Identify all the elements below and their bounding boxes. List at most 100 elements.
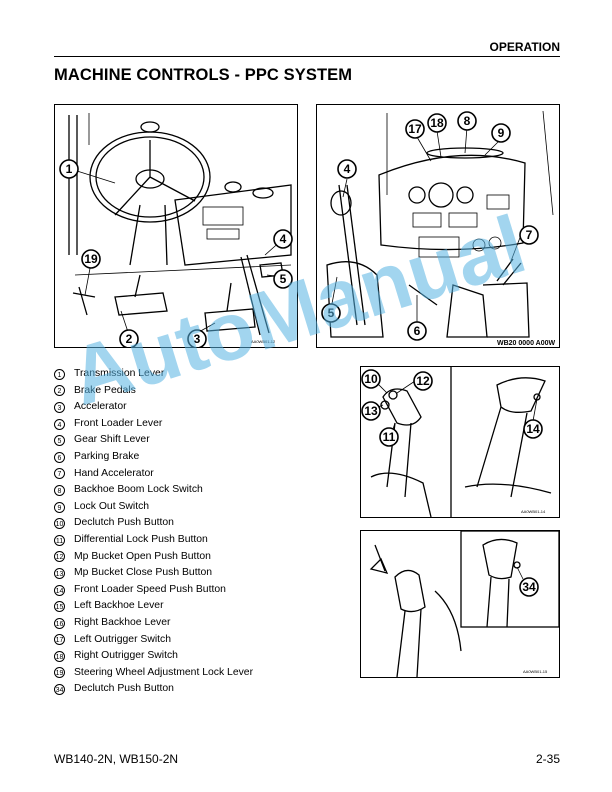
legend-number: 17	[54, 634, 65, 646]
footer-models: WB140-2N, WB150-2N	[54, 752, 179, 766]
svg-text:6: 6	[414, 324, 421, 338]
svg-text:7: 7	[526, 228, 533, 242]
figure-instrument-panel: 4 5 6 7 8 9 17 18 WB20 0000 A00W	[316, 104, 560, 348]
svg-text:4: 4	[280, 232, 287, 246]
legend-number: 11	[54, 534, 65, 546]
figure-code: AA0WB01-14	[521, 509, 546, 514]
footer-page-number: 2-35	[535, 752, 560, 766]
svg-text:11: 11	[383, 430, 396, 444]
legend-item: 4 Front Loader Lever	[54, 416, 253, 433]
legend-number: 13	[54, 567, 65, 579]
callout-5: 5	[273, 269, 293, 289]
legend-item: 11 Differential Lock Push Button	[54, 532, 253, 549]
legend-number: 4	[54, 418, 65, 430]
svg-text:10: 10	[364, 372, 378, 386]
svg-text:5: 5	[328, 306, 335, 320]
svg-text:12: 12	[416, 374, 430, 388]
svg-text:8: 8	[464, 114, 471, 128]
legend-label: Hand Accelerator	[74, 467, 154, 479]
legend-number: 3	[54, 401, 65, 413]
svg-text:2: 2	[126, 332, 133, 346]
legend-label: Declutch Push Button	[74, 517, 174, 529]
legend-item: 2 Brake Pedals	[54, 383, 253, 400]
legend-label: Left Outrigger Switch	[74, 633, 172, 645]
section-label: OPERATION	[489, 40, 560, 54]
svg-text:14: 14	[526, 422, 540, 436]
svg-text:17: 17	[408, 122, 422, 136]
legend-number: 16	[54, 617, 65, 629]
legend-number: 15	[54, 601, 65, 613]
page-title: MACHINE CONTROLS - PPC SYSTEM	[54, 66, 353, 84]
legend-label: Front Loader Speed Push Button	[74, 583, 226, 595]
callout-19: 19	[81, 249, 101, 269]
legend-number: 12	[54, 551, 65, 563]
legend-item: 7 Hand Accelerator	[54, 466, 253, 483]
legend-label: Differential Lock Push Button	[74, 533, 208, 545]
legend-item: 1 Transmission Lever	[54, 366, 253, 383]
figure-declutch-button: 34 AA0WB01-15	[360, 530, 560, 678]
callout-4: 4	[337, 159, 357, 179]
legend-label: Parking Brake	[74, 450, 140, 462]
callout-2: 2	[119, 329, 139, 347]
callout-14: 14	[523, 419, 543, 439]
callout-9: 9	[491, 123, 511, 143]
legend-label: Transmission Lever	[74, 368, 165, 379]
legend-number: 19	[54, 667, 65, 679]
callout-18: 18	[427, 113, 447, 133]
legend-label: Right Backhoe Lever	[74, 616, 171, 628]
legend-label: Accelerator	[74, 401, 127, 413]
legend-label: Gear Shift Lever	[74, 434, 150, 446]
legend-label: Brake Pedals	[74, 384, 136, 396]
figure-joystick-buttons: 10 11 12 13 14 AA0WB01-14	[360, 366, 560, 518]
legend-item: 5 Gear Shift Lever	[54, 432, 253, 449]
legend-number: 8	[54, 484, 65, 496]
figure-code: WB20 0000 A00W	[497, 340, 555, 347]
legend-label: Lock Out Switch	[74, 500, 150, 512]
callout-34: 34	[519, 577, 539, 597]
callout-4: 4	[273, 229, 293, 249]
legend-item: 3 Accelerator	[54, 399, 253, 416]
legend-item: 14 Front Loader Speed Push Button	[54, 582, 253, 599]
svg-text:18: 18	[430, 116, 444, 130]
callout-17: 17	[405, 119, 425, 139]
callout-1: 1	[59, 159, 79, 179]
legend-number: 9	[54, 501, 65, 513]
callout-12: 12	[413, 371, 433, 391]
svg-text:4: 4	[344, 162, 351, 176]
callout-8: 8	[457, 111, 477, 131]
legend-number: 5	[54, 435, 65, 447]
callout-10: 10	[361, 369, 381, 389]
legend-number: 14	[54, 584, 65, 596]
legend-label: Steering Wheel Adjustment Lock Lever	[74, 666, 254, 678]
legend-number: 2	[54, 385, 65, 397]
legend-label: Declutch Push Button	[74, 683, 174, 695]
legend-item: 6 Parking Brake	[54, 449, 253, 466]
callout-13: 13	[361, 401, 381, 421]
svg-text:19: 19	[84, 252, 98, 266]
legend-item: 9 Lock Out Switch	[54, 499, 253, 516]
svg-text:13: 13	[364, 404, 378, 418]
svg-text:5: 5	[280, 272, 287, 286]
svg-text:9: 9	[498, 126, 505, 140]
legend-item: 17 Left Outrigger Switch	[54, 632, 253, 649]
svg-text:3: 3	[194, 332, 201, 346]
header-rule	[54, 56, 560, 57]
legend-label: Front Loader Lever	[74, 417, 163, 429]
controls-legend: 1 Transmission Lever 2 Brake Pedals 3 Acceler…	[54, 366, 253, 698]
legend-number: 6	[54, 451, 65, 463]
callout-5: 5	[321, 303, 341, 323]
figure-code: AA0WB01-12	[251, 339, 276, 344]
legend-number: 1	[54, 368, 65, 380]
legend-number: 7	[54, 468, 65, 480]
legend-item: 15 Left Backhoe Lever	[54, 598, 253, 615]
legend-label: Left Backhoe Lever	[74, 600, 164, 612]
legend-item: 16 Right Backhoe Lever	[54, 615, 253, 632]
legend-item: 19 Steering Wheel Adjustment Lock Lever	[54, 665, 253, 682]
svg-text:34: 34	[522, 580, 536, 594]
